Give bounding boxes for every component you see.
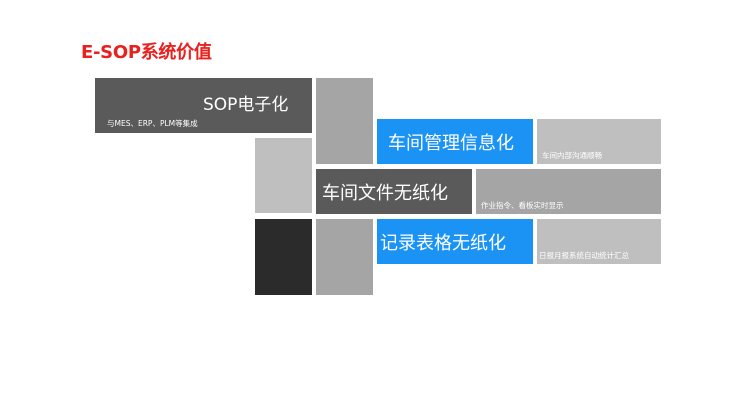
workshop-mgmt-block: 车间管理信息化 [377,119,533,164]
record-form-title: 记录表格无纸化 [380,233,506,254]
workshop-doc-block: 车间文件无纸化 [316,169,472,214]
sop-block-title: SOP电子化 [203,95,289,115]
workshop-mgmt-title: 车间管理信息化 [388,133,514,154]
page-title: E-SOP系统价值 [81,42,212,63]
sop-block-desc: 与MES、ERP、PLM等集成 [107,119,198,128]
record-form-block: 记录表格无纸化 [377,219,533,264]
decor-tile-black [255,219,312,295]
workshop-doc-desc-panel: 作业指令、看板实时显示 [476,169,661,214]
workshop-mgmt-desc-panel: 车间内部沟通顺畅 [537,119,661,164]
decor-tile-top [316,78,373,164]
workshop-mgmt-desc: 车间内部沟通顺畅 [542,151,602,160]
record-form-desc: 日报月报系统自动统计汇总 [539,251,629,260]
decor-tile-left [255,138,312,213]
record-form-desc-panel: 日报月报系统自动统计汇总 [537,219,661,264]
workshop-doc-title: 车间文件无纸化 [322,183,448,204]
workshop-doc-desc: 作业指令、看板实时显示 [481,201,564,210]
decor-tile-bottom [316,219,373,295]
sop-block: SOP电子化 与MES、ERP、PLM等集成 [95,78,312,133]
